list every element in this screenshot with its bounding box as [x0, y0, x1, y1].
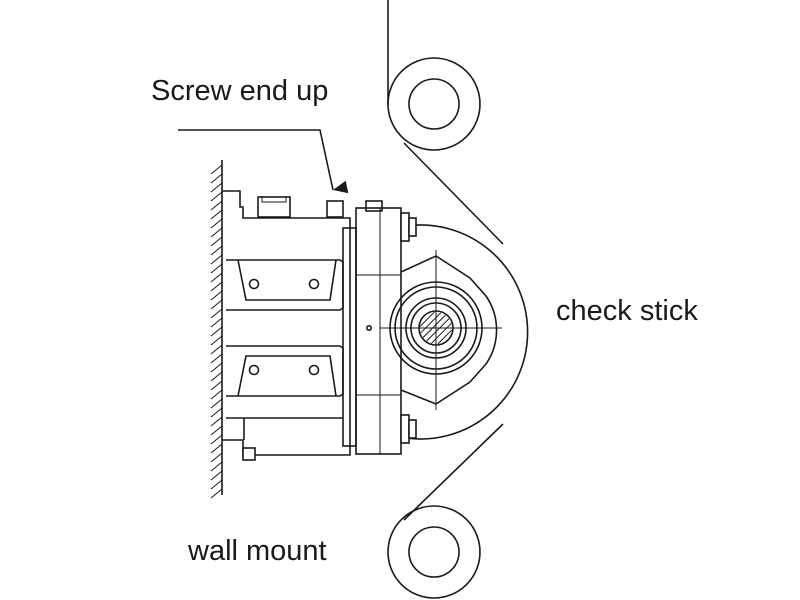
- label-screw-end-up: Screw end up: [151, 75, 329, 107]
- label-check-stick: check stick: [556, 295, 698, 327]
- drum: [405, 224, 529, 440]
- wall: [210, 160, 223, 499]
- top-roller: [387, 57, 481, 151]
- belt-path: [387, 0, 504, 521]
- housing: [222, 190, 417, 461]
- bottom-roller: [387, 505, 481, 599]
- label-wall-mount: wall mount: [188, 535, 327, 567]
- pivot-hub: [380, 250, 502, 410]
- screw-leader: [178, 129, 349, 194]
